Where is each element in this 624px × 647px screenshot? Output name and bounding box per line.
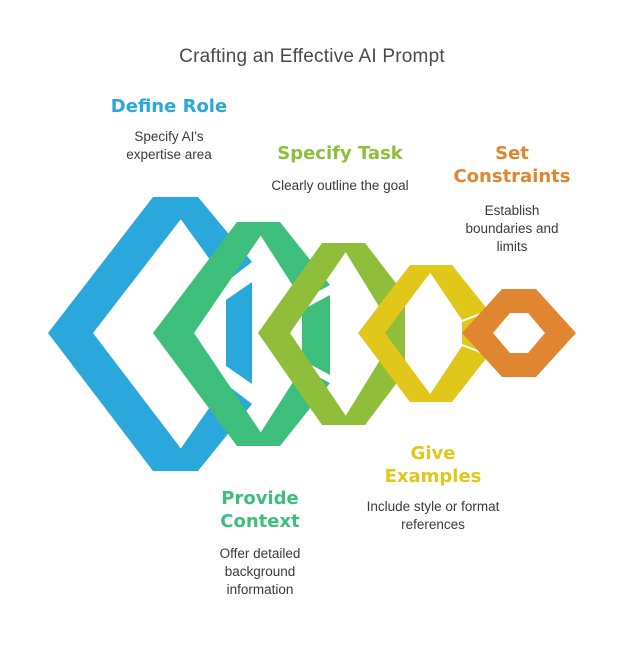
diamond-set-constraints — [462, 289, 576, 377]
label-define-role-description: Specify AI's expertise area — [126, 129, 212, 162]
diagram-title: Crafting an Effective AI Prompt — [179, 46, 445, 67]
diamond-define-role-inner — [226, 282, 252, 384]
diamond-specify-task-arm-top — [258, 243, 352, 333]
diamond-specify-task-link-top — [340, 243, 405, 308]
diamond-define-role — [48, 197, 252, 471]
label-give-examples: Give Examples Include style or format re… — [358, 442, 508, 534]
label-set-constraints: Set Constraints Establish boundaries and… — [440, 142, 585, 256]
diamond-provide-context-arm-top — [153, 222, 270, 333]
label-specify-task: Specify Task Clearly outline the goal — [255, 142, 425, 195]
diamond-define-role-arm-bottom — [48, 333, 198, 471]
diamond-set-constraints-ring — [462, 289, 576, 377]
label-provide-context: Provide Context Offer detailed backgroun… — [185, 487, 335, 599]
diamond-specify-task-arm-bottom — [258, 333, 352, 425]
label-set-constraints-description: Establish boundaries and limits — [465, 203, 559, 254]
label-specify-task-description: Clearly outline the goal — [271, 178, 409, 193]
diamond-give-examples-link-bottom — [425, 346, 488, 402]
label-specify-task-heading: Specify Task — [277, 143, 403, 164]
diamond-give-examples-arm-top — [358, 265, 436, 333]
label-set-constraints-heading: Set Constraints — [453, 143, 571, 187]
diamond-give-examples-arm-bottom — [358, 333, 436, 402]
diamond-give-examples-link-top — [425, 265, 488, 320]
label-give-examples-heading: Give Examples — [384, 443, 482, 487]
diamond-provide-context-inner — [302, 295, 330, 375]
diamond-define-role-arm-top — [48, 197, 198, 333]
label-provide-context-description: Offer detailed background information — [219, 546, 301, 597]
label-define-role: Define Role Specify AI's expertise area — [84, 95, 254, 164]
label-define-role-heading: Define Role — [110, 96, 228, 117]
label-provide-context-heading: Provide Context — [220, 488, 300, 532]
diamond-provide-context-arm-bottom — [153, 333, 270, 446]
label-give-examples-description: Include style or format references — [366, 499, 500, 532]
diamond-specify-task-link-bottom — [340, 360, 405, 425]
